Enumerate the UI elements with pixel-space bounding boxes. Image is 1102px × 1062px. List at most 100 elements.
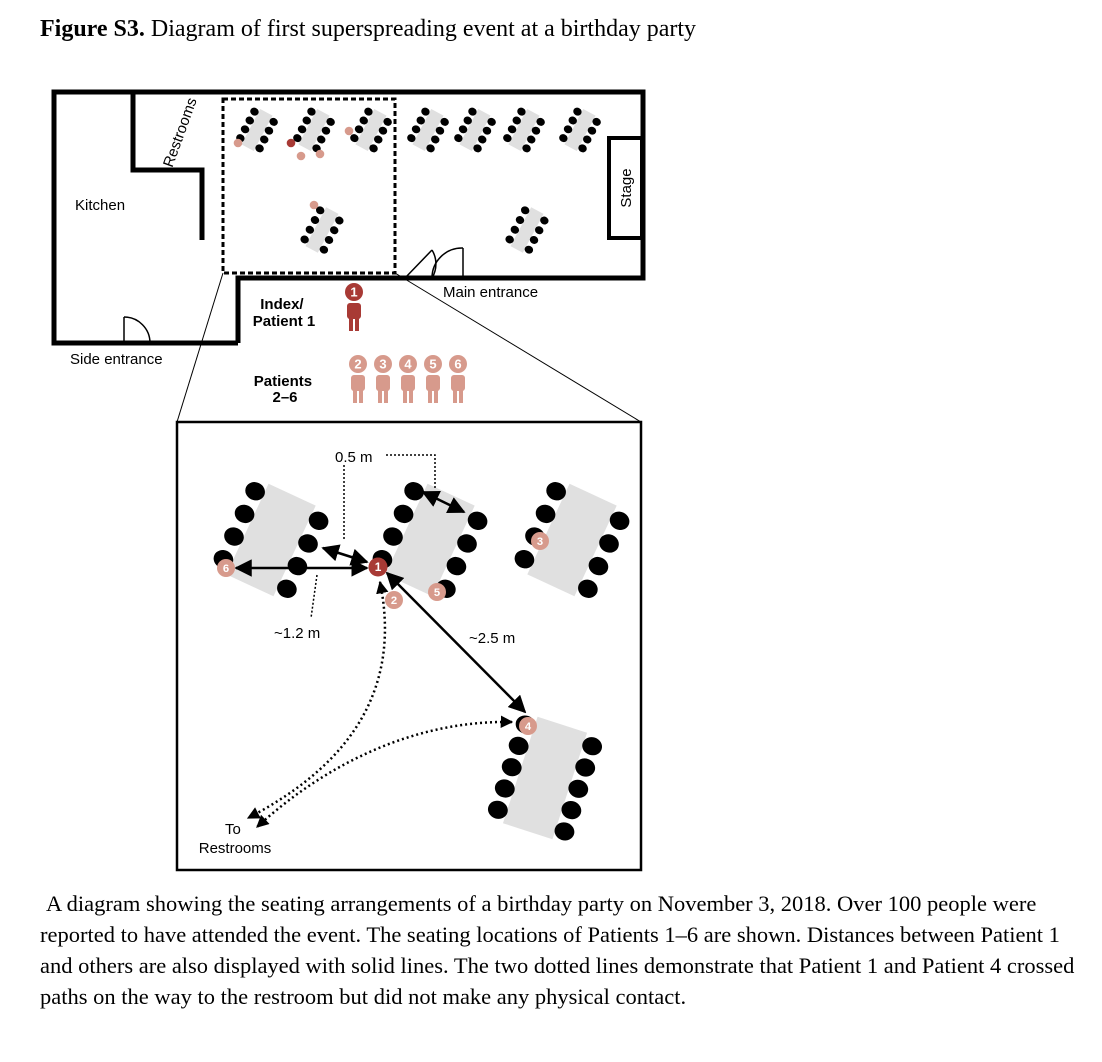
detail-patient-6-number: 6	[223, 563, 229, 575]
outer-wall	[51, 89, 646, 346]
chair	[302, 116, 311, 125]
floor-table-1	[236, 107, 278, 153]
chair	[319, 245, 329, 254]
index-label-line1: Index/	[260, 296, 304, 313]
detail-patient-1: 1	[368, 557, 388, 577]
chair	[324, 235, 334, 244]
chair	[245, 116, 254, 125]
chair	[524, 245, 534, 254]
to-restrooms-label: To Restrooms	[199, 821, 272, 857]
chair	[520, 206, 530, 215]
chair	[321, 126, 331, 135]
distance-label-05: 0.5 m	[335, 449, 373, 466]
patients-label-line1: Patients	[254, 373, 312, 390]
chair	[554, 822, 575, 841]
detail-box	[175, 420, 643, 872]
detail-table-right	[514, 482, 630, 598]
kitchen-label: Kitchen	[75, 197, 125, 214]
chair	[458, 125, 468, 134]
detail-patient-6: 6	[217, 559, 235, 577]
chair	[293, 134, 302, 143]
chair	[446, 556, 467, 576]
chair	[531, 126, 541, 135]
leader-12	[310, 574, 318, 619]
chair	[416, 116, 425, 125]
chair	[507, 125, 517, 134]
chair	[505, 235, 514, 244]
chair	[468, 107, 477, 116]
chair	[305, 225, 315, 234]
chair	[457, 534, 477, 553]
detail-patient-4: 4	[519, 717, 537, 735]
restroom-path-patient4	[256, 715, 514, 828]
chair	[383, 527, 403, 546]
chair	[508, 736, 529, 755]
chair	[234, 504, 255, 524]
restrooms-label: Restrooms	[160, 96, 201, 170]
table-top	[508, 109, 540, 151]
svg-text:1: 1	[350, 285, 357, 300]
table-top	[241, 109, 273, 151]
detail-patient-3: 3	[531, 532, 549, 550]
to-restrooms-line2: Restrooms	[199, 840, 272, 857]
chair	[297, 125, 307, 134]
detail-patients: 1 2 3 4 5 6	[217, 532, 549, 735]
figure-title: Figure S3. Diagram of first superspreadi…	[40, 16, 696, 43]
chair	[269, 117, 278, 126]
chair	[264, 126, 274, 135]
chair	[393, 504, 414, 524]
detail-table-bottom	[487, 715, 603, 841]
chair	[517, 107, 526, 116]
chair	[573, 107, 582, 116]
chair	[310, 216, 320, 225]
detail-patient-1-number: 1	[375, 560, 382, 574]
floor-table-9	[505, 206, 549, 254]
chair	[568, 116, 577, 125]
chair	[503, 134, 512, 143]
chair	[540, 216, 549, 225]
chair	[487, 117, 496, 126]
table-top	[412, 109, 444, 151]
chair	[563, 125, 573, 134]
chair	[364, 107, 373, 116]
chair	[583, 135, 592, 144]
chair	[326, 117, 335, 126]
detail-patient-2: 2	[385, 591, 403, 609]
svg-text:5: 5	[429, 357, 436, 372]
table-top	[298, 109, 330, 151]
table-top	[510, 207, 544, 253]
chair	[404, 482, 424, 501]
chair	[435, 126, 445, 135]
distance-label-12: ~1.2 m	[274, 625, 320, 642]
floor-table-8	[300, 206, 344, 254]
chair	[588, 556, 609, 576]
chair	[515, 216, 525, 225]
floor-patient-seat-4	[315, 149, 325, 159]
distance-line-1-table	[321, 544, 369, 566]
chair	[522, 144, 531, 153]
floor-patient-seat-5	[344, 126, 354, 136]
main-entrance-label: Main entrance	[443, 284, 538, 301]
chair	[298, 534, 318, 553]
table-top	[502, 716, 588, 840]
floor-patient-seat-6	[309, 200, 319, 210]
chair	[478, 135, 487, 144]
chair	[482, 126, 492, 135]
zoom-line-right	[394, 272, 642, 423]
leader-05-h	[386, 454, 436, 490]
chair	[473, 144, 482, 153]
floor-tables	[233, 107, 601, 254]
detail-patient-4-number: 4	[525, 721, 532, 733]
floor-plan	[51, 89, 646, 346]
index-patient-label: Index/ Patient 1	[253, 296, 316, 330]
chair	[421, 107, 430, 116]
distance-lines	[234, 454, 527, 714]
chair	[454, 134, 463, 143]
table-top	[564, 109, 596, 151]
svg-text:4: 4	[404, 357, 412, 372]
chair	[578, 579, 598, 598]
table-top	[459, 109, 491, 151]
figure-title-text: Diagram of first superspreading event at…	[150, 16, 697, 42]
detail-patient-5: 5	[428, 583, 446, 601]
